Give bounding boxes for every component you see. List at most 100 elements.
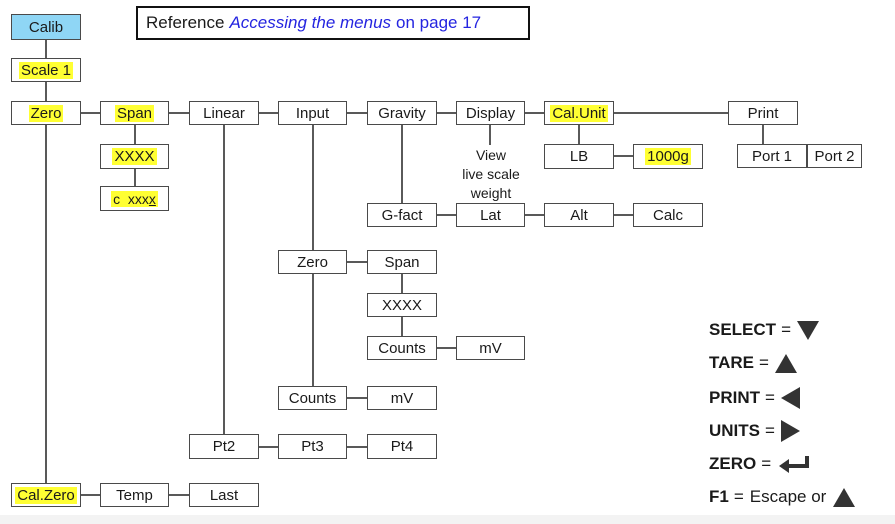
right-triangle-icon [780,420,800,442]
node-label: Gravity [378,104,426,122]
node-1000g: 1000g [633,144,703,169]
node-input-span: Span [367,250,437,274]
legend-print: PRINT = [709,387,800,409]
node-label: Print [747,104,779,122]
node-label-cursor-digit: x [148,190,156,207]
reference-prefix: Reference [146,13,225,32]
legend-key: SELECT [709,320,777,339]
node-label: Calib [28,18,64,36]
note-line: View [475,147,507,163]
up-triangle-icon [833,487,856,507]
legend-f1: F1= Escape or [709,487,856,507]
down-triangle-icon [797,320,819,340]
node-scale-1: Scale 1 [11,58,81,82]
node-calib: Calib [11,14,81,40]
node-last: Last [189,483,259,507]
legend-key: TARE [709,353,755,372]
node-label: Zero [297,253,328,271]
node-label: Calc [652,206,683,224]
legend-units: UNITS = [709,420,800,442]
reference-suffix: on page 17 [396,13,482,32]
legend-key: F1 [709,487,729,506]
node-label: Pt3 [301,438,324,455]
node-label: Counts [378,339,426,357]
legend-equals: = [765,388,775,407]
node-input: Input [278,101,347,125]
node-temp: Temp [100,483,169,507]
node-cal-unit: Cal.Unit [544,101,614,125]
node-linear: Linear [189,101,259,125]
enter-arrow-icon [779,456,810,473]
node-label: Alt [570,206,588,224]
reference-link[interactable]: Accessing the menus [229,13,392,32]
node-label: Port 1 [751,147,793,165]
node-label: Scale 1 [18,61,74,79]
node-input-counts: Counts [278,386,347,410]
node-span-c-xxxx: c xxxx [100,186,169,211]
node-port-2: Port 2 [807,144,862,168]
node-label: LB [569,148,589,165]
legend-select: SELECT= [709,320,819,340]
node-label: Display [465,104,516,122]
node-label: Span [384,253,420,271]
node-zero: Zero [11,101,81,125]
reference-box: Reference Accessing the menus on page 17 [136,6,530,40]
node-input-mv: mV [367,386,437,410]
node-label: G-fact [381,206,423,224]
node-label: Zero [28,104,64,122]
node-lat: Lat [456,203,525,227]
node-input-span-mv: mV [456,336,525,360]
node-label: mV [390,389,414,407]
node-lb: LB [544,144,614,169]
note-line: weight [470,185,512,201]
node-label: Counts [288,389,337,407]
node-cal-zero: Cal.Zero [11,483,81,507]
node-label: c xxxx [111,190,158,207]
node-input-span-counts: Counts [367,336,437,360]
node-span: Span [100,101,169,125]
display-note: View live scale weight [446,146,536,203]
legend-key: PRINT [709,388,760,407]
legend-equals: = [759,353,769,372]
node-input-zero: Zero [278,250,347,274]
node-input-xxxx: XXXX [367,293,437,317]
left-triangle-icon [780,387,800,409]
node-label: Port 2 [814,147,855,165]
node-label: 1000g [645,148,691,165]
legend-equals: = [781,320,791,339]
legend-equals: = [761,454,772,473]
node-gravity: Gravity [367,101,437,125]
node-label: mV [479,339,502,357]
node-label-prefix: c xxx [113,190,149,207]
node-label: Cal.Zero [15,486,77,504]
node-label: Cal.Unit [550,104,608,122]
node-calc: Calc [633,203,703,227]
node-pt2: Pt2 [189,434,259,459]
node-label: Pt2 [212,438,236,455]
node-label: XXXX [112,148,157,165]
node-span-xxxx: XXXX [100,144,169,169]
legend-tare: TARE= [709,353,797,373]
node-label: XXXX [381,296,423,314]
legend-key: ZERO [709,454,757,473]
note-line: live scale [462,166,520,182]
up-triangle-icon [774,353,797,373]
legend-equals: = [733,487,744,506]
node-label: Linear [203,104,245,122]
page-bottom-band [0,515,895,524]
node-label: Pt4 [390,438,414,455]
node-display: Display [456,101,525,125]
node-pt4: Pt4 [367,434,437,459]
node-g-fact: G-fact [367,203,437,227]
legend-zero: ZERO= [709,454,811,474]
legend-key: UNITS [709,421,760,440]
node-print: Print [728,101,798,125]
node-port-1: Port 1 [737,144,807,168]
node-label: Temp [116,486,153,504]
node-pt3: Pt3 [278,434,347,459]
legend-value: Escape or [749,487,827,506]
node-label: Last [209,486,239,504]
legend-equals: = [765,421,775,440]
node-label: Span [114,104,155,122]
